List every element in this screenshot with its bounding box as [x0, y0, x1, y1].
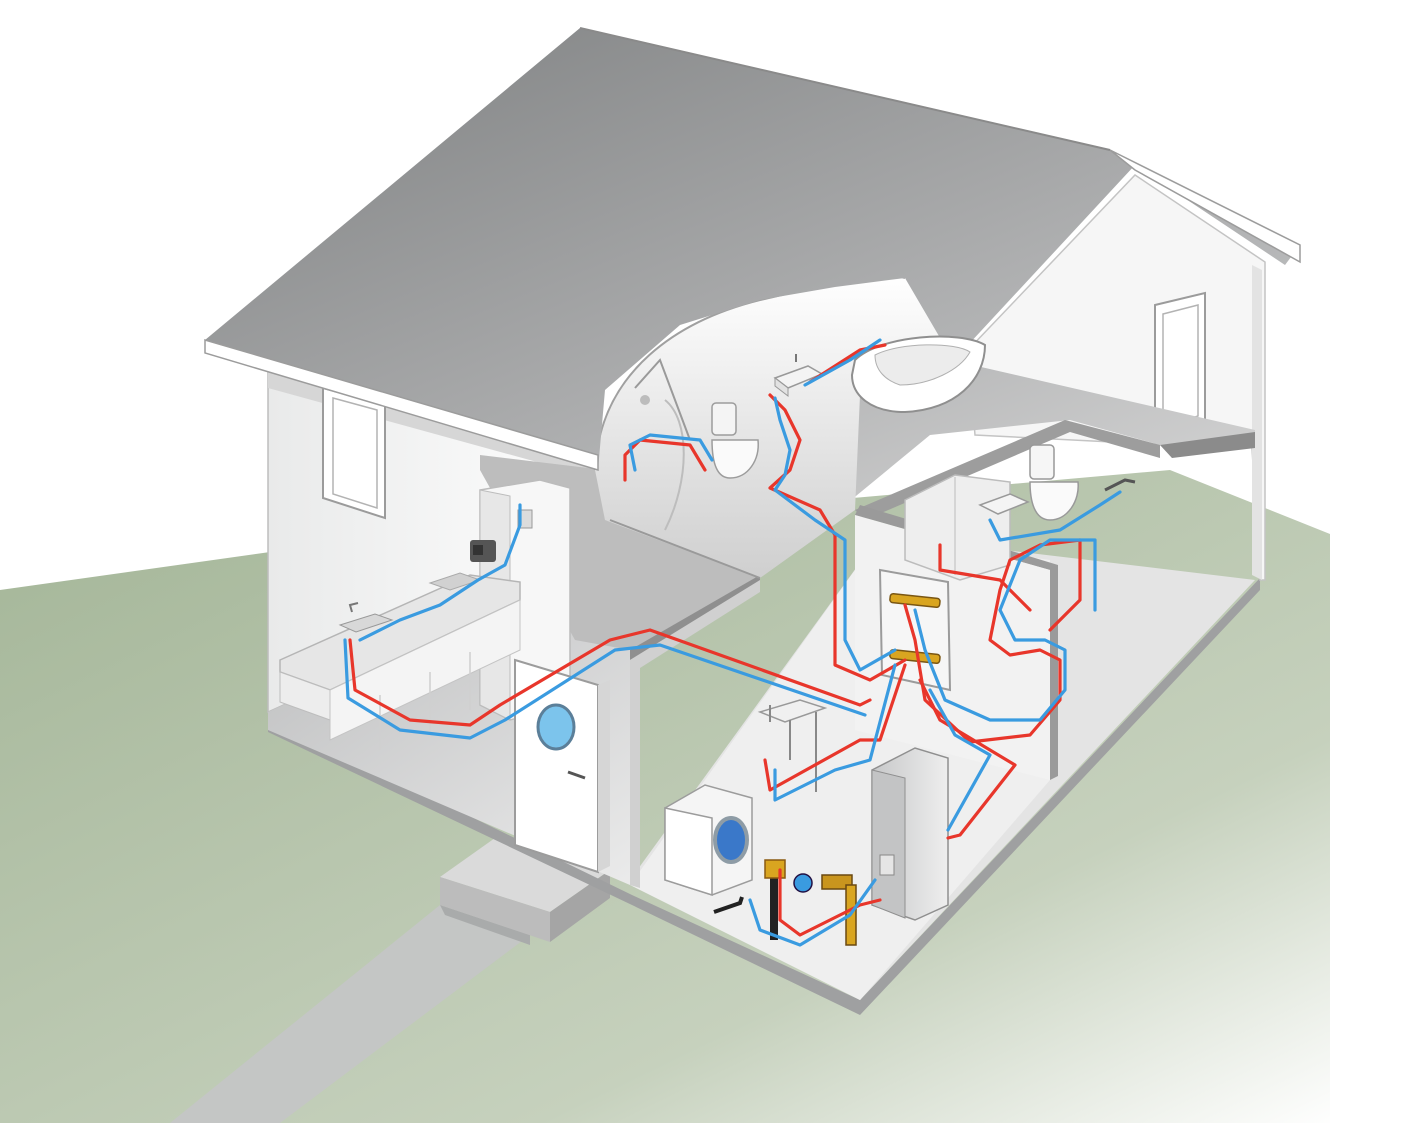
cold-pipe-upstairs-riser: [773, 396, 897, 672]
coffee-machine: [470, 540, 496, 562]
door-porthole-window: [536, 703, 576, 751]
cold-pipe-heater: [928, 688, 992, 832]
manifold-upper: [889, 592, 941, 609]
garden-path: [170, 905, 530, 1123]
heater-control-box: [879, 854, 895, 876]
cold-pipe-kitchen: [343, 638, 867, 740]
washing-machine-drum: [713, 816, 749, 864]
hot-pipe-utility-sink: [763, 663, 907, 792]
hot-pipe-meter: [778, 868, 882, 937]
door-handle: [567, 770, 586, 780]
ground-bathroom: [904, 444, 1136, 581]
distribution-manifolds: [878, 568, 952, 692]
cold-pipe-toilet: [988, 490, 1122, 542]
cold-pipe-bathroom: [913, 538, 1097, 722]
hot-pipe-upstairs-riser: [768, 393, 907, 682]
hot-pipe-heater: [918, 678, 1017, 840]
shower: [634, 358, 691, 531]
kitchen-counter: [279, 574, 521, 750]
front-step: [440, 838, 610, 942]
washbasin: [978, 493, 1030, 515]
water-heater: [871, 747, 949, 921]
foundation: [268, 578, 1260, 1015]
tap-fitting: [1104, 478, 1136, 492]
toilet: [1029, 444, 1079, 521]
utility-room: [664, 699, 949, 946]
upstairs-bathroom: [634, 335, 987, 531]
cold-water-pipes: [343, 338, 1122, 947]
hot-pipe-basin: [938, 543, 1032, 612]
kitchen-sink-faucet: [338, 602, 394, 633]
cold-pipe-utility-sink: [773, 663, 897, 802]
cold-pipe-coffee-machine: [358, 503, 522, 642]
cold-pipe-bathtub: [803, 338, 882, 387]
hot-pipe-kitchen: [348, 628, 872, 727]
washing-machine: [664, 784, 753, 897]
roof: [204, 27, 1301, 472]
window-left: [322, 386, 386, 520]
toilet: [711, 402, 759, 479]
cold-pipe-shower: [628, 433, 714, 472]
bathtub: [850, 335, 987, 414]
cold-pipe-meter: [748, 878, 877, 947]
kitchen: [279, 479, 571, 750]
utility-sink: [757, 699, 828, 792]
door: [514, 658, 610, 874]
right-gable-wall: [967, 174, 1266, 581]
